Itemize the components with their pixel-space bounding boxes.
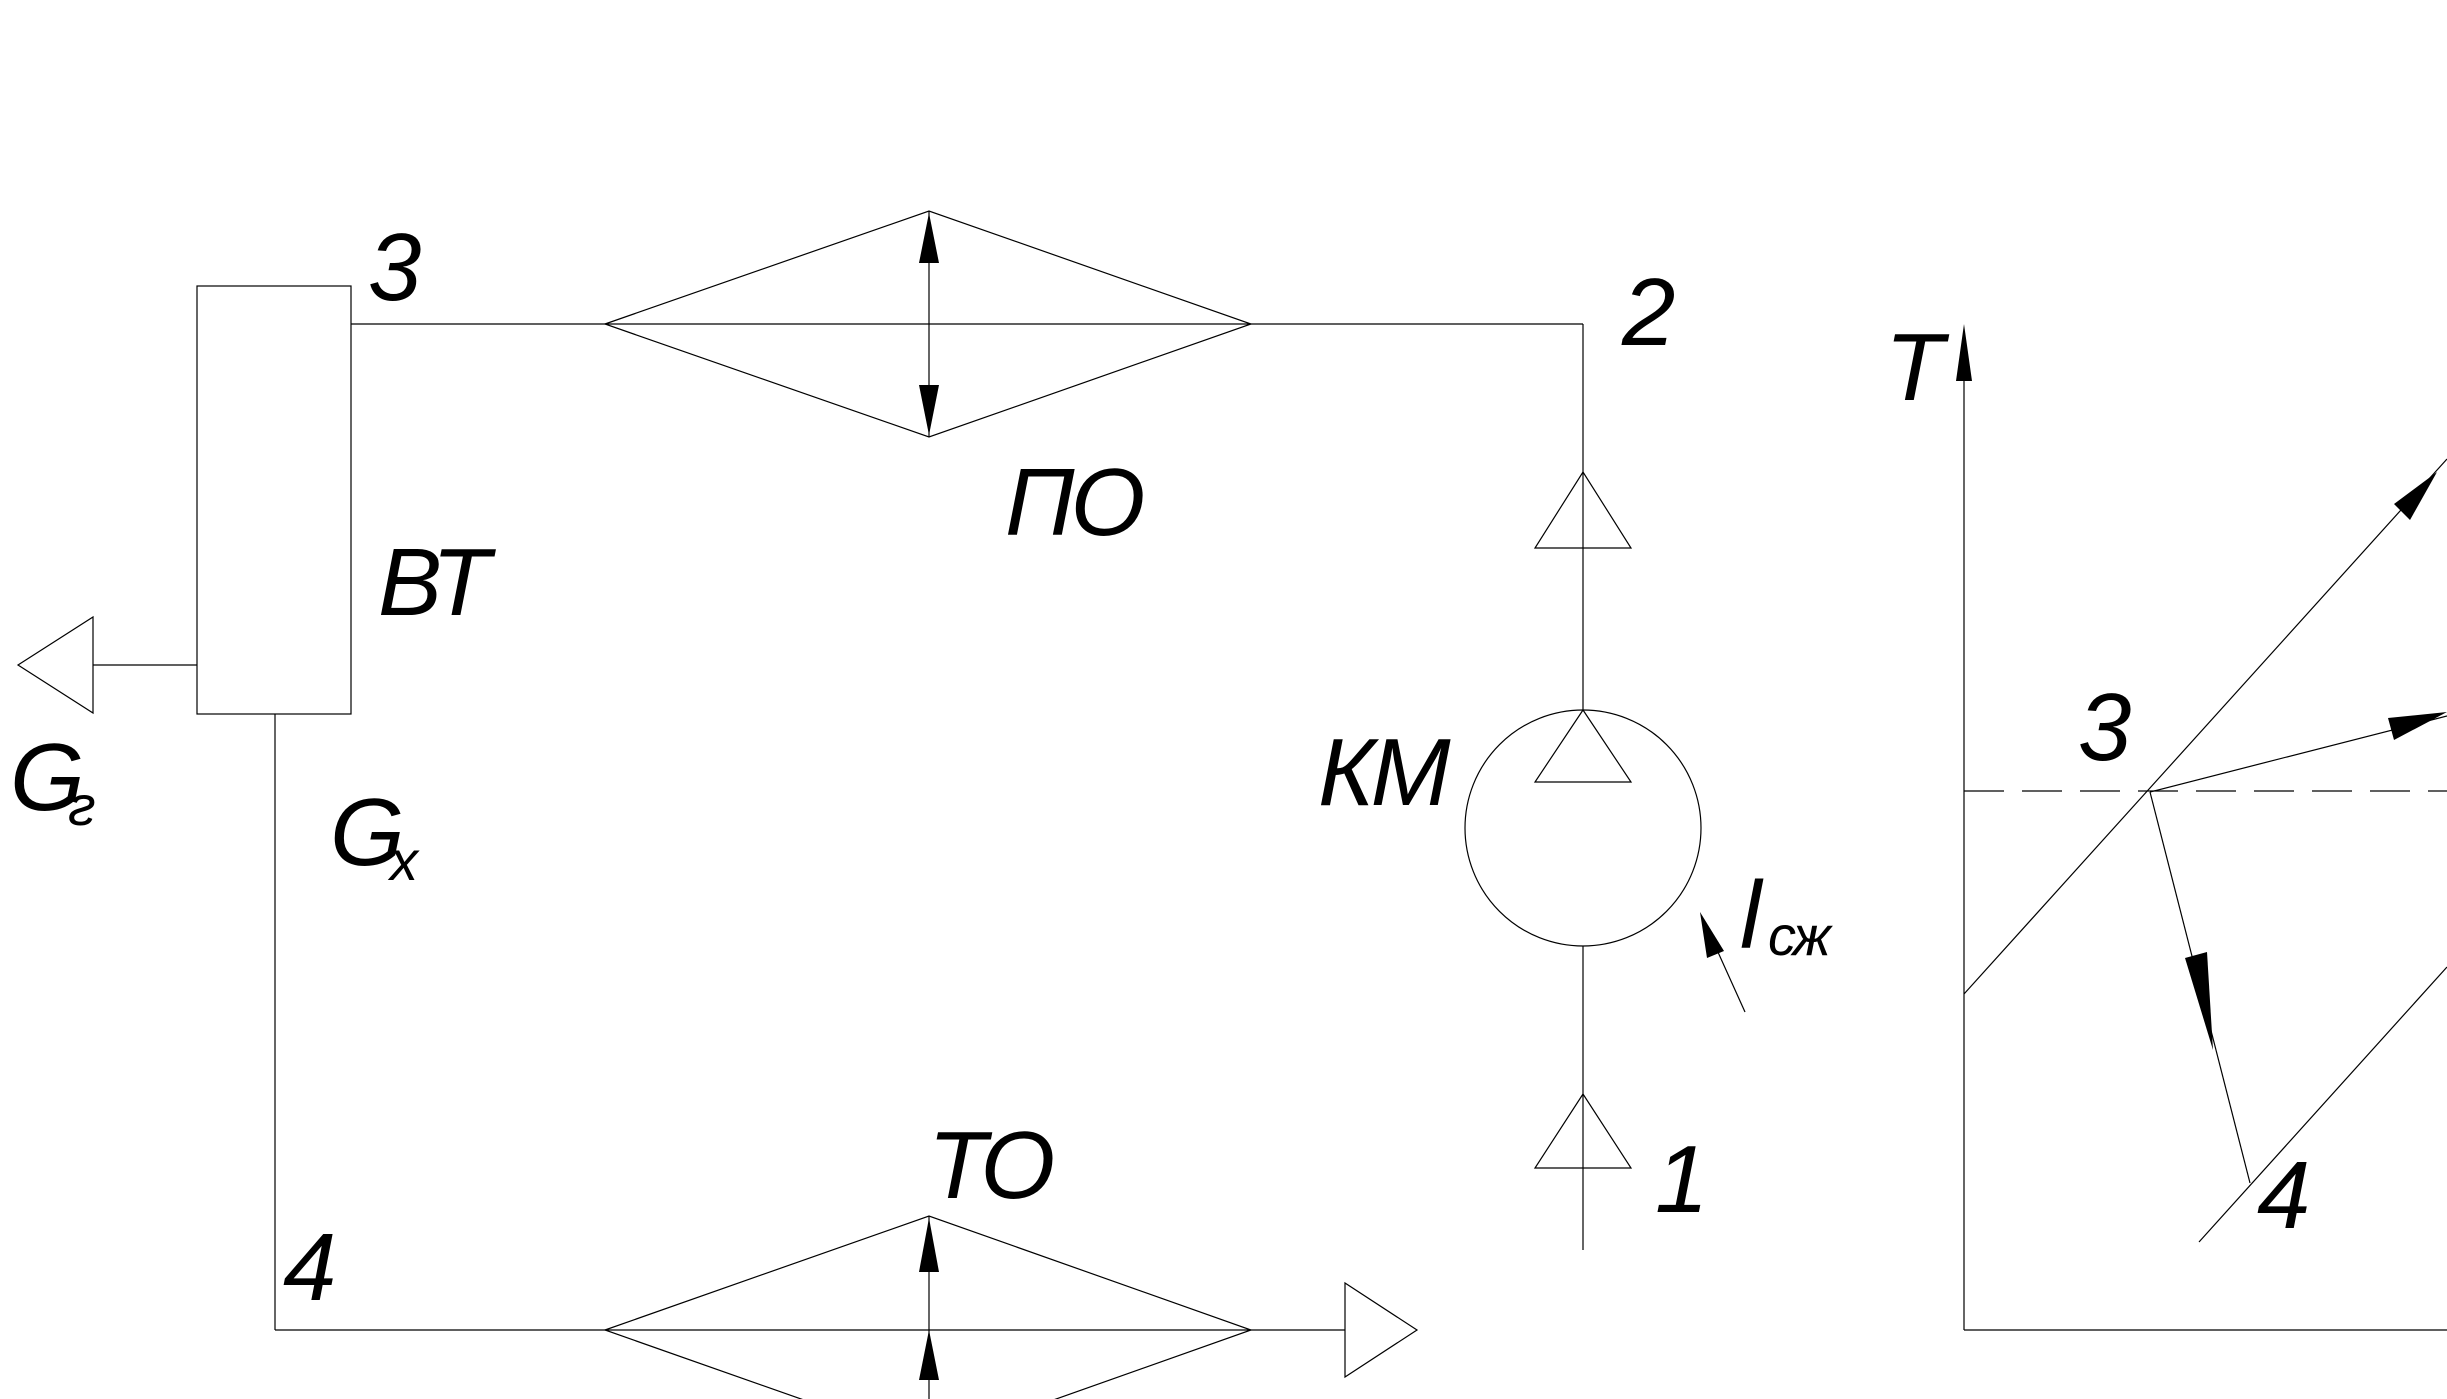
label-g-cold-sub: х (387, 829, 420, 892)
process-arrow-down (2185, 952, 2213, 1050)
label-po: ПО (1005, 449, 1143, 556)
flow-arrow-upper (1533, 470, 1633, 549)
ts-diagram: T 3 4 (1885, 314, 2447, 1331)
label-l-sub: сж (1768, 904, 1833, 967)
hot-outlet-arrow (16, 615, 94, 715)
vortex-tube-box (196, 285, 352, 715)
label-point-3: 3 (368, 214, 421, 321)
heat-exchanger-po-arrow-down (919, 385, 939, 435)
cycle-scheme: 3 2 ПО ВТ КМ 1 4 ТО G г G х l сж (10, 210, 1836, 1399)
t-axis-arrow (1956, 324, 1972, 381)
process-arrow-up (2394, 472, 2437, 520)
to-outlet-arrow (1344, 1281, 1419, 1379)
isobar-upper (1963, 458, 2447, 995)
axis-t-label: T (1885, 314, 1950, 421)
compressor-km (1464, 709, 1702, 947)
label-km: КМ (1318, 719, 1451, 826)
compressor-inner-arrow (1533, 708, 1633, 783)
heat-exchanger-to-arrow-down (919, 1330, 939, 1380)
label-to: ТО (928, 1112, 1053, 1219)
isobar-lower (2198, 966, 2447, 1243)
label-l: l (1740, 862, 1764, 969)
label-vt: ВТ (378, 529, 497, 636)
label-point-2: 2 (1621, 259, 1674, 366)
process-arrow-right (2388, 712, 2447, 740)
label-point-1: 1 (1655, 1126, 1704, 1233)
label-g-hot: G (10, 724, 81, 831)
label-point-4: 4 (283, 1214, 333, 1321)
work-arrow-head (1700, 912, 1724, 958)
flow-arrow-lower (1533, 1092, 1633, 1169)
ts-label-point-4: 4 (2257, 1142, 2307, 1249)
heat-exchanger-po-arrow-up (919, 213, 939, 263)
label-g-cold: G (330, 779, 401, 886)
heat-exchanger-to-arrow-up (919, 1218, 939, 1272)
ts-label-point-3: 3 (2078, 674, 2131, 781)
label-g-hot-sub: г (68, 774, 95, 837)
